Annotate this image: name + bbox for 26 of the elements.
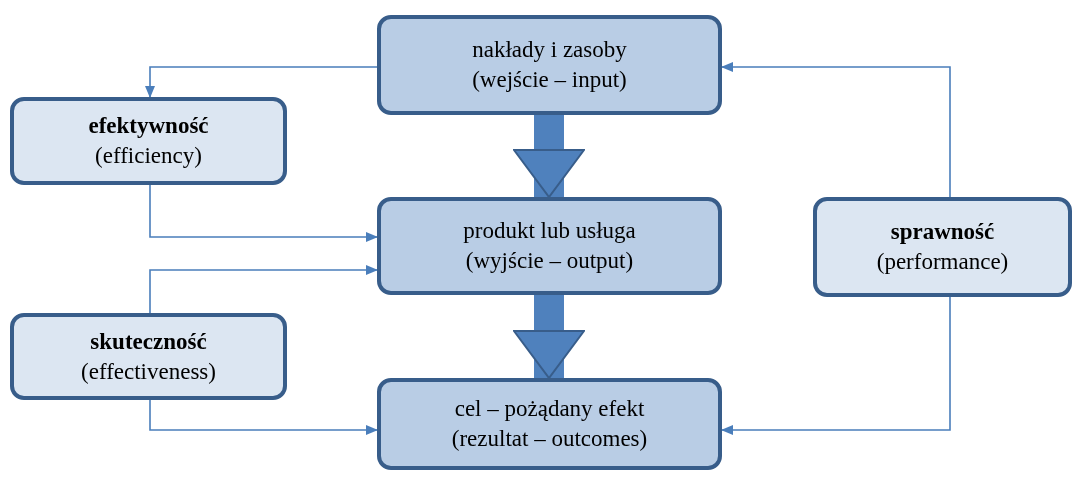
node-subtitle: (rezultat – outcomes) xyxy=(451,425,648,453)
node-subtitle: (wejście – input) xyxy=(472,66,627,94)
node-title: efektywność xyxy=(88,112,209,141)
node-title: nakłady i zasoby xyxy=(472,36,627,65)
measure-box xyxy=(10,313,287,400)
node-title: sprawność xyxy=(890,218,995,247)
node-title: produkt lub usługa xyxy=(463,217,636,246)
node-subtitle: (performance) xyxy=(876,248,1009,276)
arrow xyxy=(721,296,951,435)
arrow xyxy=(149,265,378,314)
block-arrow xyxy=(513,115,585,198)
node-title: cel – pożądany efekt xyxy=(454,395,645,424)
measure-box xyxy=(813,197,1072,297)
arrow xyxy=(145,66,378,98)
measure-box xyxy=(10,97,287,185)
node-subtitle: (wyjście – output) xyxy=(465,247,634,275)
process-box xyxy=(377,378,722,470)
process-box xyxy=(377,15,722,115)
node-title: skuteczność xyxy=(90,327,207,356)
node-subtitle: (effectiveness) xyxy=(81,357,216,386)
block-arrow xyxy=(513,295,585,379)
arrow xyxy=(721,62,951,198)
arrow xyxy=(149,399,378,435)
process-box xyxy=(377,197,722,295)
arrow xyxy=(149,184,378,242)
node-subtitle: (efficiency) xyxy=(95,142,202,170)
